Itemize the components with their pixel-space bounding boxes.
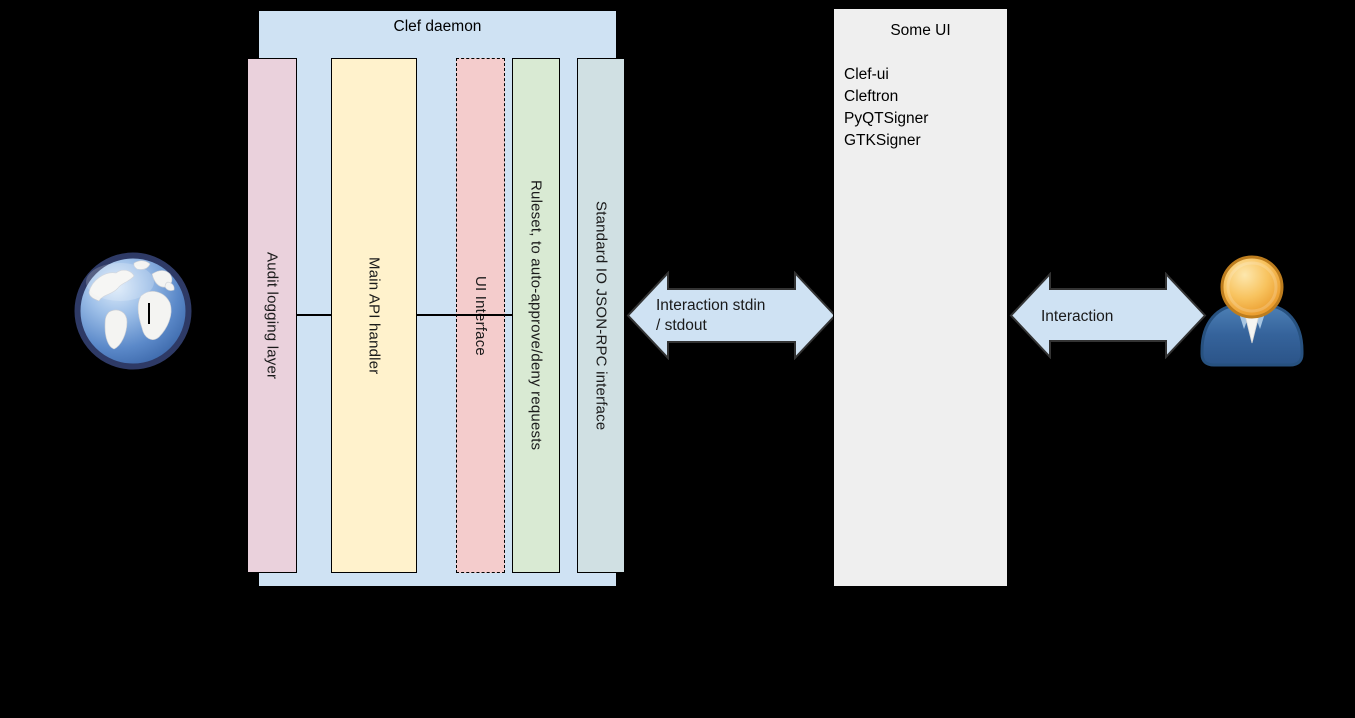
clef-daemon-box	[258, 10, 617, 587]
some-ui-title: Some UI	[890, 22, 951, 39]
arrow-interaction-label: Interaction	[1041, 308, 1114, 325]
connector-line-audit-api	[296, 314, 332, 316]
some-ui-box: Some UI Clef-ui Cleftron PyQTSigner GTKS…	[833, 8, 1008, 587]
arrow-interaction	[1009, 272, 1207, 359]
layer-ruleset-label: Ruleset, to auto-approve/deny requests	[527, 180, 545, 451]
layer-main-api-handler: Main API handler	[331, 58, 417, 573]
clef-daemon-title: Clef daemon	[393, 18, 482, 35]
globe-icon	[74, 252, 192, 370]
layer-audit-logging: Audit logging layer	[247, 58, 297, 573]
text-cursor-artifact	[148, 303, 150, 324]
layer-stdio-jsonrpc: Standard IO JSON-RPC interface	[577, 58, 625, 573]
some-ui-item-clef-ui: Clef-ui	[844, 66, 889, 83]
some-ui-item-cleftron: Cleftron	[844, 88, 899, 105]
layer-ruleset: Ruleset, to auto-approve/deny requests	[512, 58, 560, 573]
layer-stdio-jsonrpc-label: Standard IO JSON-RPC interface	[592, 200, 610, 431]
layer-main-api-handler-label: Main API handler	[365, 256, 383, 375]
arrow-stdin-stdout-label: Interaction stdin / stdout	[656, 297, 766, 334]
some-ui-list: Clef-ui Cleftron PyQTSigner GTKSigner	[844, 64, 928, 152]
some-ui-item-gtksigner: GTKSigner	[844, 132, 921, 149]
some-ui-item-pyqtsigner: PyQTSigner	[844, 110, 929, 127]
layer-audit-logging-label: Audit logging layer	[263, 251, 281, 380]
person-icon	[1200, 255, 1304, 367]
connector-line-api-ruleset	[416, 314, 513, 316]
